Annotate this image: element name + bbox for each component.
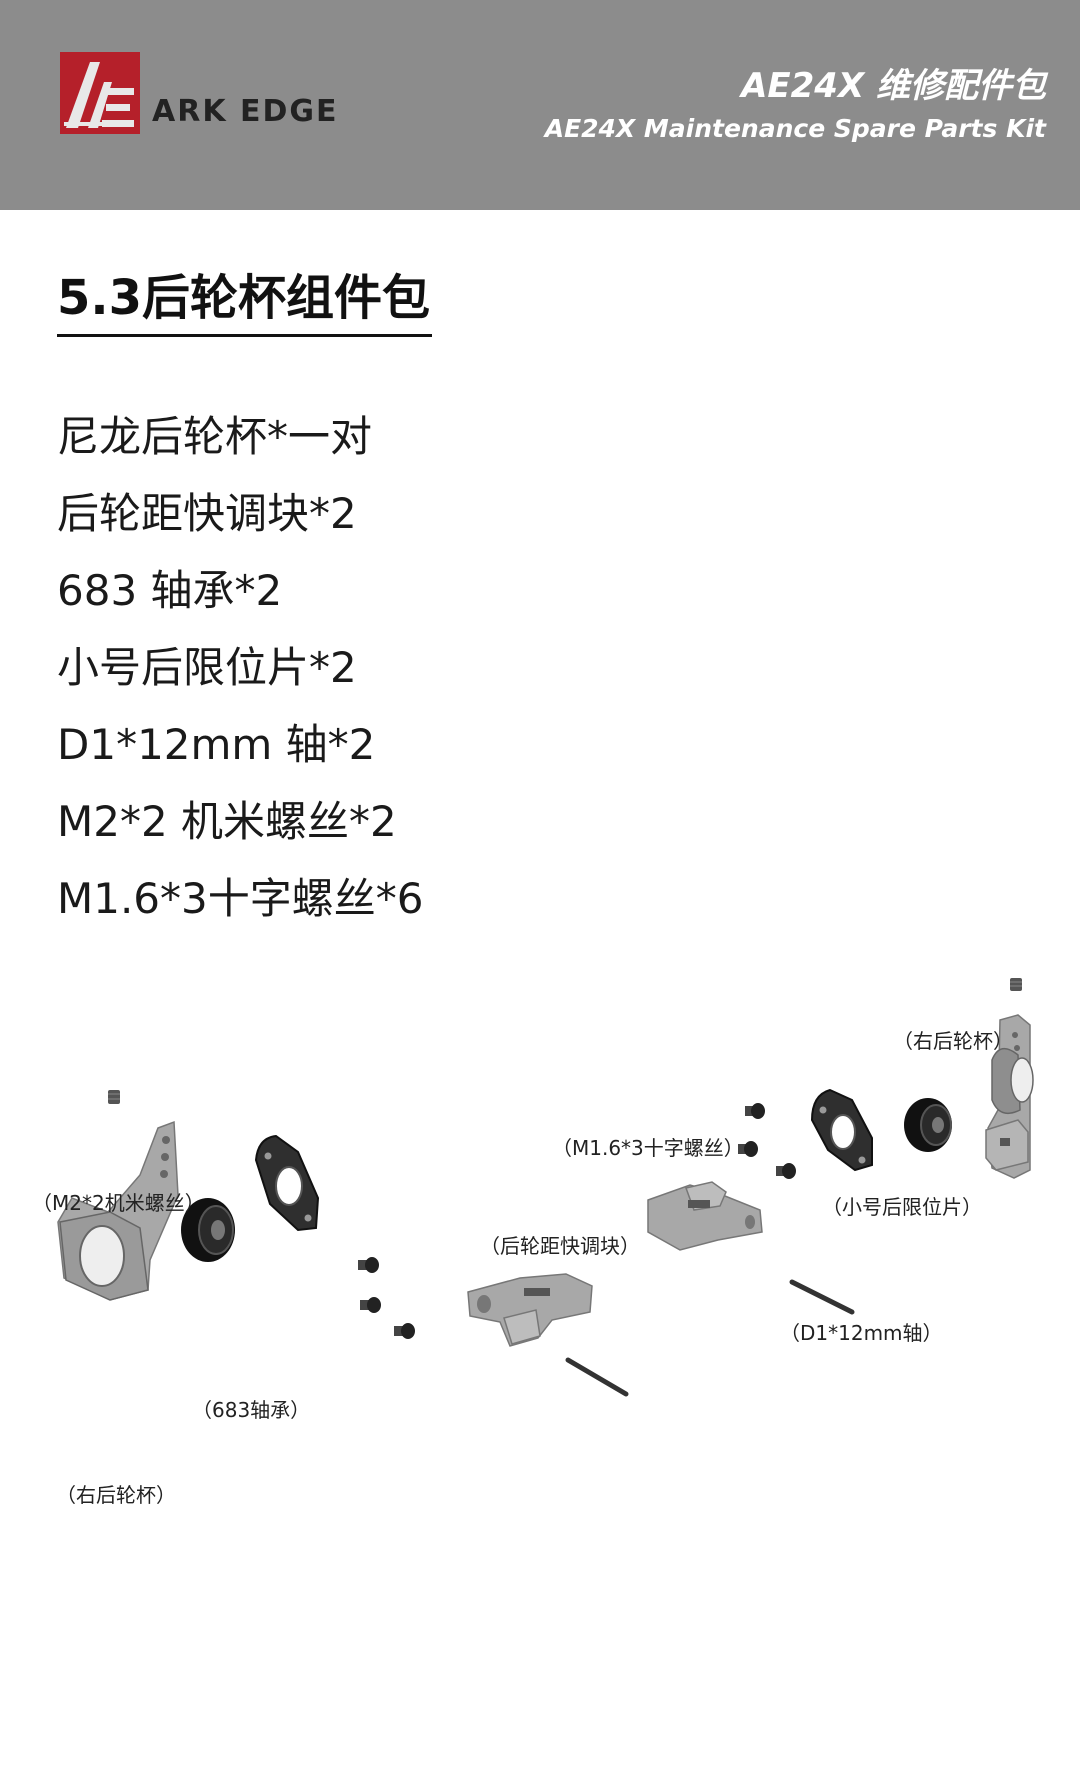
label-bearing: （683轴承）: [192, 1398, 310, 1422]
small-limit-plate-right: [810, 1088, 873, 1172]
list-item: 尼龙后轮杯*一对: [57, 412, 373, 461]
brand-name: ARK EDGE: [152, 94, 339, 129]
shaft-d1-right: [789, 1279, 855, 1315]
bearing-683-left: [181, 1198, 235, 1262]
label-quick-adjust: （后轮距快调块）: [480, 1234, 640, 1258]
small-limit-plate-left: [254, 1134, 320, 1232]
list-item: M1.6*3十字螺丝*6: [57, 874, 424, 923]
parts-list: 尼龙后轮杯*一对 后轮距快调块*2 683 轴承*2 小号后限位片*2 D1*1…: [57, 398, 423, 937]
label-small-limit: （小号后限位片）: [822, 1195, 982, 1219]
m16-screw-icon: [360, 1297, 381, 1313]
quick-adjust-block-left: [467, 1273, 593, 1347]
m16-screw-icon: [738, 1141, 758, 1157]
m16-screw-icon: [394, 1323, 415, 1339]
quick-adjust-block-right: [647, 1181, 763, 1251]
list-item: 小号后限位片*2: [57, 643, 357, 692]
label-m16-screw: （M1.6*3十字螺丝）: [552, 1136, 744, 1160]
list-item: 683 轴承*2: [57, 566, 283, 615]
m2-set-screw-left: [108, 1090, 120, 1104]
m16-screw-icon: [776, 1163, 796, 1179]
list-item: D1*12mm 轴*2: [57, 720, 376, 769]
m16-screw-icon: [745, 1103, 765, 1119]
shaft-d1-left: [565, 1357, 629, 1397]
label-right-cup-bottom: （右后轮杯）: [56, 1483, 176, 1507]
list-item: 后轮距快调块*2: [57, 489, 357, 538]
kit-title-en: AE24X Maintenance Spare Parts Kit: [544, 114, 1046, 143]
label-shaft: （D1*12mm轴）: [780, 1321, 943, 1345]
m2-set-screw-right: [1010, 978, 1022, 991]
m16-screw-icon: [358, 1257, 379, 1273]
right-rear-cup-bottom: [57, 1120, 179, 1301]
section-underline: [57, 334, 432, 337]
label-right-cup-top: （右后轮杯）: [893, 1029, 1013, 1053]
ark-edge-logo-icon: [60, 52, 140, 134]
right-rear-cup-top: [985, 1014, 1034, 1179]
bearing-683-right: [904, 1098, 952, 1152]
exploded-parts-diagram: （右后轮杯） （M1.6*3十字螺丝） （小号后限位片） （M2*2机米螺丝） …: [32, 978, 1034, 1507]
header-banner: ARK EDGE AE24X 维修配件包 AE24X Maintenance S…: [0, 0, 1080, 210]
label-m2-screw: （M2*2机米螺丝）: [32, 1191, 205, 1215]
section-title: 5.3后轮杯组件包: [57, 270, 431, 326]
list-item: M2*2 机米螺丝*2: [57, 797, 397, 846]
kit-title-cn: AE24X 维修配件包: [741, 66, 1046, 106]
